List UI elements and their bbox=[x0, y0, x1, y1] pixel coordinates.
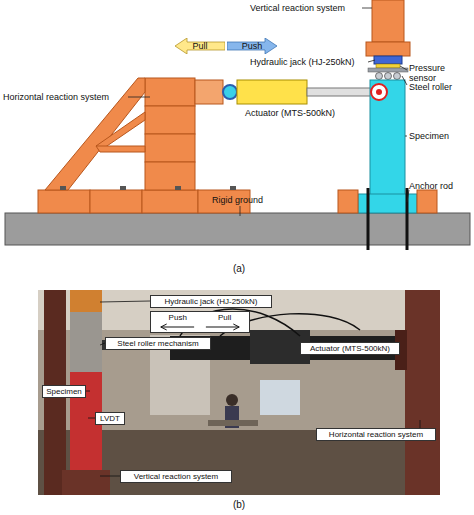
arrow-outline bbox=[175, 38, 225, 54]
push-arrow bbox=[161, 324, 194, 330]
callout-box: Horizontal reaction system bbox=[316, 428, 436, 441]
pull-arrow bbox=[206, 324, 239, 330]
part-label: Steel roller bbox=[409, 82, 473, 92]
label-text: Pull bbox=[192, 42, 207, 51]
specimen-column bbox=[370, 80, 405, 196]
direction-arrow: Pull bbox=[175, 38, 225, 54]
label-text: Horizontal reaction system bbox=[329, 430, 423, 439]
footing-block bbox=[417, 190, 437, 213]
leader-lines bbox=[128, 8, 409, 216]
part-label: Vertical reaction system bbox=[250, 3, 365, 13]
hinge-dot bbox=[376, 89, 382, 95]
label-text: LVDT bbox=[100, 414, 120, 423]
rigid-ground bbox=[5, 213, 470, 245]
direction-arrow: Push bbox=[227, 38, 277, 54]
vertical-reaction-system bbox=[366, 0, 410, 56]
callout-box: Specimen bbox=[42, 385, 86, 398]
part-label: Actuator (MTS-500kN) bbox=[245, 108, 355, 118]
label-text: Hydraulic jack (HJ-250kN) bbox=[165, 297, 258, 306]
anchor-rod bbox=[367, 188, 370, 250]
callout-box: Steel roller mechanism bbox=[105, 337, 211, 350]
label-text: Actuator (MTS-500kN) bbox=[310, 344, 390, 353]
part-label: Specimen bbox=[409, 131, 473, 141]
laboratory-photo bbox=[38, 290, 440, 495]
label-text: Push bbox=[169, 313, 187, 322]
label-text: Pull bbox=[218, 313, 231, 322]
ground-bolts bbox=[60, 186, 236, 190]
steel-roller bbox=[368, 68, 408, 80]
part-label: (a) bbox=[229, 264, 249, 274]
actuator-rod bbox=[307, 88, 371, 96]
label-text: Push bbox=[242, 42, 263, 51]
part-label: Hydraulic jack (HJ-250kN) bbox=[250, 57, 370, 67]
part-label: Pressure sensor bbox=[409, 63, 473, 83]
arrow-outline bbox=[227, 38, 277, 54]
label-text: Steel roller mechanism bbox=[117, 339, 198, 348]
pressure-sensor bbox=[376, 64, 400, 68]
anchor-rod bbox=[406, 188, 409, 250]
footing-block bbox=[338, 190, 358, 213]
label-text: Vertical reaction system bbox=[134, 472, 218, 481]
part-label: Horizontal reaction system bbox=[3, 92, 131, 102]
callout-box: Hydraulic jack (HJ-250kN) bbox=[150, 295, 272, 308]
part-label: Rigid ground bbox=[212, 195, 282, 205]
part-label: Anchor rod bbox=[409, 181, 473, 191]
callout-box: Actuator (MTS-500kN) bbox=[300, 342, 400, 355]
callout-box: Vertical reaction system bbox=[120, 470, 232, 483]
callout-box: LVDT bbox=[95, 412, 125, 425]
photo-leader-lines bbox=[86, 301, 420, 476]
callout-box: Push Pull bbox=[150, 311, 250, 333]
actuator-pin bbox=[223, 85, 237, 99]
push-pull-arrows bbox=[151, 323, 249, 331]
label-text: Specimen bbox=[46, 387, 82, 396]
actuator-hinge bbox=[371, 84, 387, 100]
hydraulic-jack bbox=[374, 56, 402, 64]
actuator-cylinder bbox=[237, 80, 307, 104]
part-label: (b) bbox=[229, 500, 249, 510]
